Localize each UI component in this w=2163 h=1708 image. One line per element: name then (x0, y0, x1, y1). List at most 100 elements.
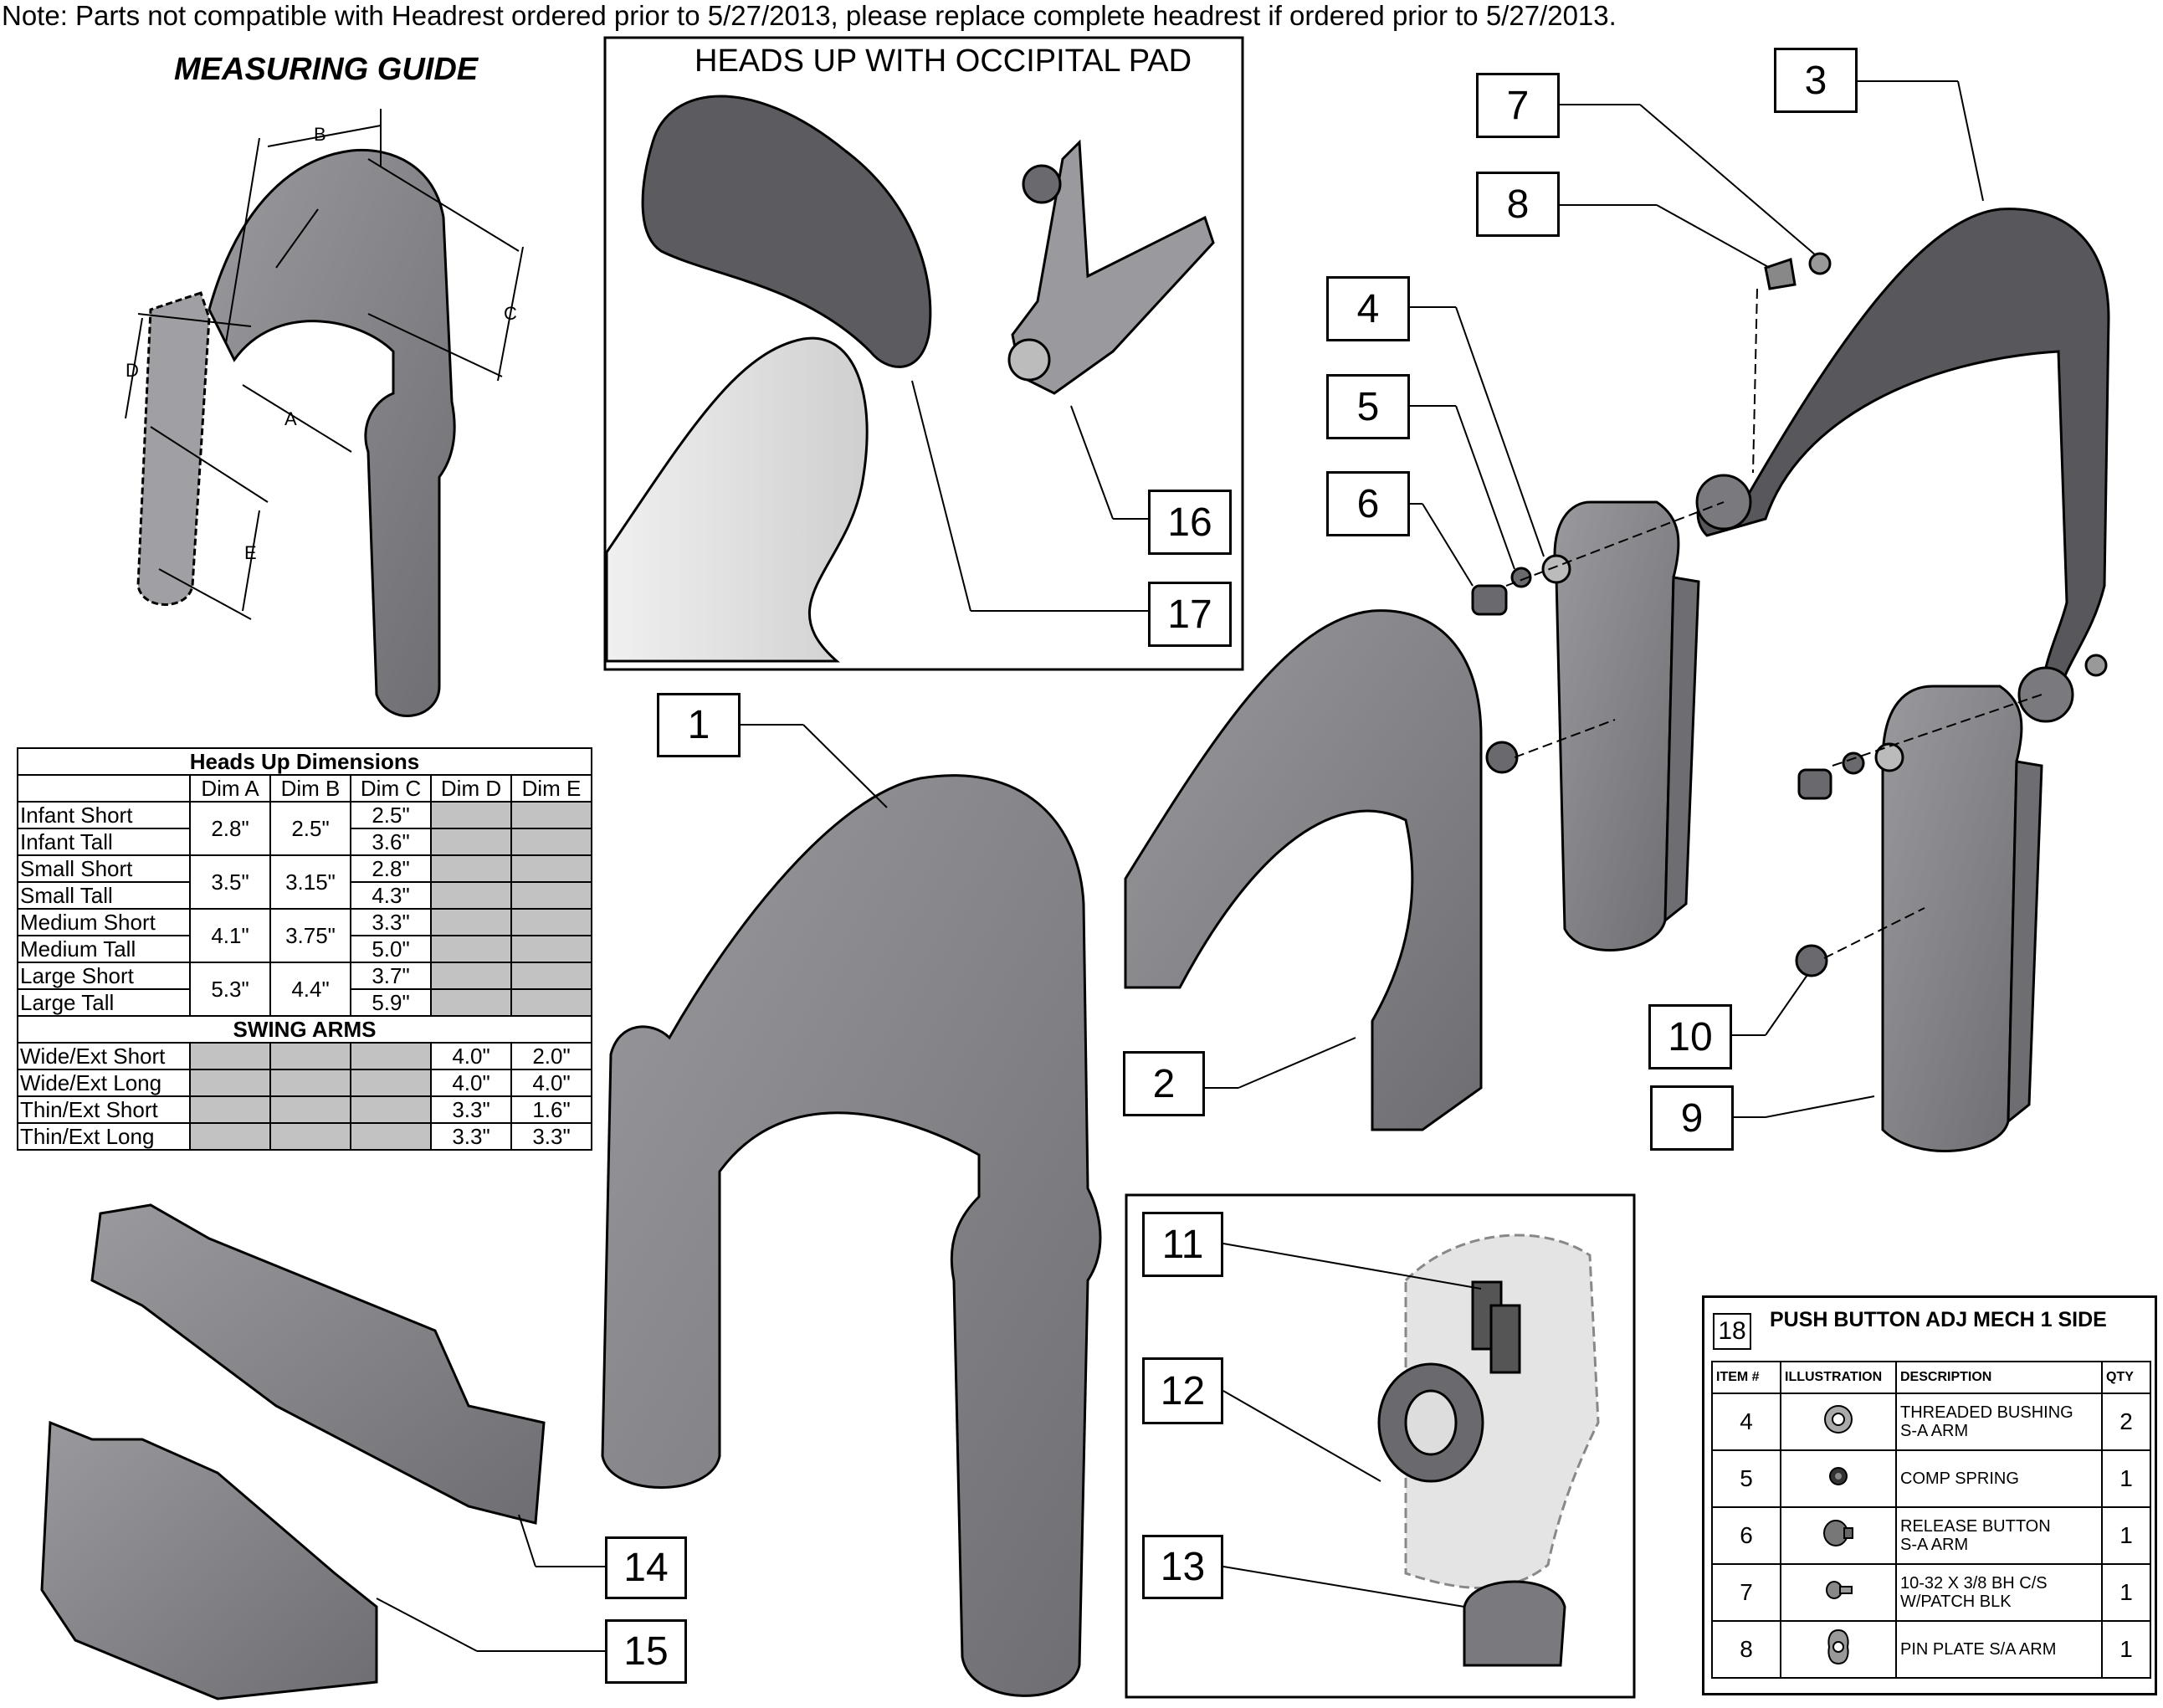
callout-2: 2 (1123, 1051, 1205, 1116)
dim-e-value: 1.6" (510, 1095, 592, 1124)
table-row: 8 PIN PLATE S/A ARM 1 (1711, 1620, 2151, 1679)
swing-arm-upper (1553, 500, 1700, 951)
axis-lines (1505, 288, 2043, 959)
callout-9: 9 (1650, 1085, 1734, 1151)
col-dim-a: Dim A (189, 774, 271, 803)
dim-d-value: 3.3" (430, 1095, 512, 1124)
dim-label-e: E (244, 542, 257, 563)
dim-d-value: 4.0" (430, 1069, 512, 1097)
occipital-pad-title: HEADS UP WITH OCCIPITAL PAD (695, 44, 1192, 79)
col-item: ITEM # (1711, 1361, 1781, 1394)
dim-d-value: 3.3" (430, 1122, 512, 1151)
swing-arms-title: SWING ARMS (17, 1015, 592, 1044)
clamp-inset-panel (1125, 1193, 1636, 1699)
callout-8: 8 (1476, 172, 1560, 237)
dim-d-value: 4.0" (430, 1042, 512, 1070)
col-qty: QTY (2101, 1361, 2151, 1394)
dim-b-value: 3.15" (269, 854, 351, 910)
pin-plate-icon (1827, 1628, 1849, 1664)
headrest-shell-part-1 (601, 774, 1102, 1697)
callout-3: 3 (1774, 48, 1858, 113)
callout-4: 4 (1326, 276, 1410, 341)
dim-b-value: 3.75" (269, 908, 351, 963)
dim-label-a: A (284, 408, 297, 429)
table-row: 5 COMP SPRING 1 (1711, 1449, 2151, 1508)
dim-label-c: C (504, 303, 517, 324)
callout-12: 12 (1142, 1357, 1223, 1424)
item-18-number: 18 (1713, 1313, 1751, 1350)
col-description: DESCRIPTION (1895, 1361, 2103, 1394)
dim-c-value: 4.3" (350, 881, 432, 910)
measuring-guide-drawing (136, 148, 520, 717)
callout-16: 16 (1148, 490, 1232, 555)
spring-icon (1829, 1466, 1848, 1485)
dim-label-d: D (126, 360, 139, 381)
row-label: Medium Short (17, 908, 191, 936)
callout-6: 6 (1326, 471, 1410, 536)
swing-arm-lower-part-9 (1881, 685, 2043, 1152)
cover-part-14 (90, 1203, 546, 1525)
dim-a-value: 2.8" (189, 801, 271, 856)
dim-b-value: 2.5" (269, 801, 351, 856)
callout-13: 13 (1142, 1535, 1223, 1599)
dim-c-value: 3.7" (350, 962, 432, 990)
callout-1: 1 (657, 693, 741, 757)
leader-lines (376, 80, 1984, 1652)
col-dim-b: Dim B (269, 774, 351, 803)
callout-15: 15 (605, 1619, 687, 1684)
screw-icon (1826, 1580, 1853, 1599)
measuring-guide-title: MEASURING GUIDE (174, 52, 479, 87)
dim-c-value: 5.9" (350, 988, 432, 1017)
callout-14: 14 (605, 1536, 687, 1599)
callout-17: 17 (1148, 582, 1232, 647)
hardware (1471, 252, 2108, 977)
dim-a-value: 3.5" (189, 854, 271, 910)
col-illustration: ILLUSTRATION (1780, 1361, 1897, 1394)
dimensions-table-title: Heads Up Dimensions (17, 747, 592, 776)
dim-a-value: 4.1" (189, 908, 271, 963)
mounting-arm-part-3 (1695, 208, 2110, 723)
row-label: Wide/Ext Long (17, 1069, 191, 1097)
row-label: Infant Tall (17, 828, 191, 856)
button-icon (1823, 1519, 1853, 1546)
compatibility-note: Note: Parts not compatible with Headrest… (2, 0, 1617, 31)
headrest-pad-part-2 (1124, 609, 1483, 1131)
item-18-title: PUSH BUTTON ADJ MECH 1 SIDE (1770, 1308, 2107, 1331)
row-label: Medium Tall (17, 935, 191, 963)
dim-e-value: 4.0" (510, 1069, 592, 1097)
item-18-parts-table: 18 PUSH BUTTON ADJ MECH 1 SIDE ITEM # IL… (1702, 1295, 2157, 1695)
row-label: Thin/Ext Long (17, 1122, 191, 1151)
dim-c-value: 2.5" (350, 801, 432, 829)
dim-c-value: 3.6" (350, 828, 432, 856)
row-label: Wide/Ext Short (17, 1042, 191, 1070)
dim-e-value: 2.0" (510, 1042, 592, 1070)
dim-a-value: 5.3" (189, 962, 271, 1017)
col-dim-d: Dim D (430, 774, 512, 803)
dim-c-value: 3.3" (350, 908, 432, 936)
dim-b-value: 4.4" (269, 962, 351, 1017)
dim-c-value: 5.0" (350, 935, 432, 963)
dimension-lines (125, 109, 524, 620)
row-label: Large Tall (17, 988, 191, 1017)
row-label: Small Tall (17, 881, 191, 910)
cover-part-15 (40, 1420, 378, 1700)
row-label: Small Short (17, 854, 191, 883)
dim-e-value: 3.3" (510, 1122, 592, 1151)
col-dim-e: Dim E (510, 774, 592, 803)
bushing-icon (1824, 1404, 1853, 1434)
dimensions-table: Heads Up Dimensions Dim A Dim B Dim C Di… (17, 747, 592, 1151)
callout-11: 11 (1142, 1212, 1223, 1277)
row-label: Thin/Ext Short (17, 1095, 191, 1124)
row-label: Infant Short (17, 801, 191, 829)
callout-5: 5 (1326, 374, 1410, 439)
row-label: Large Short (17, 962, 191, 990)
dim-c-value: 2.8" (350, 854, 432, 883)
dim-label-b: B (314, 124, 326, 145)
occipital-pad-panel (603, 36, 1244, 671)
col-dim-c: Dim C (350, 774, 432, 803)
callout-7: 7 (1476, 73, 1560, 138)
